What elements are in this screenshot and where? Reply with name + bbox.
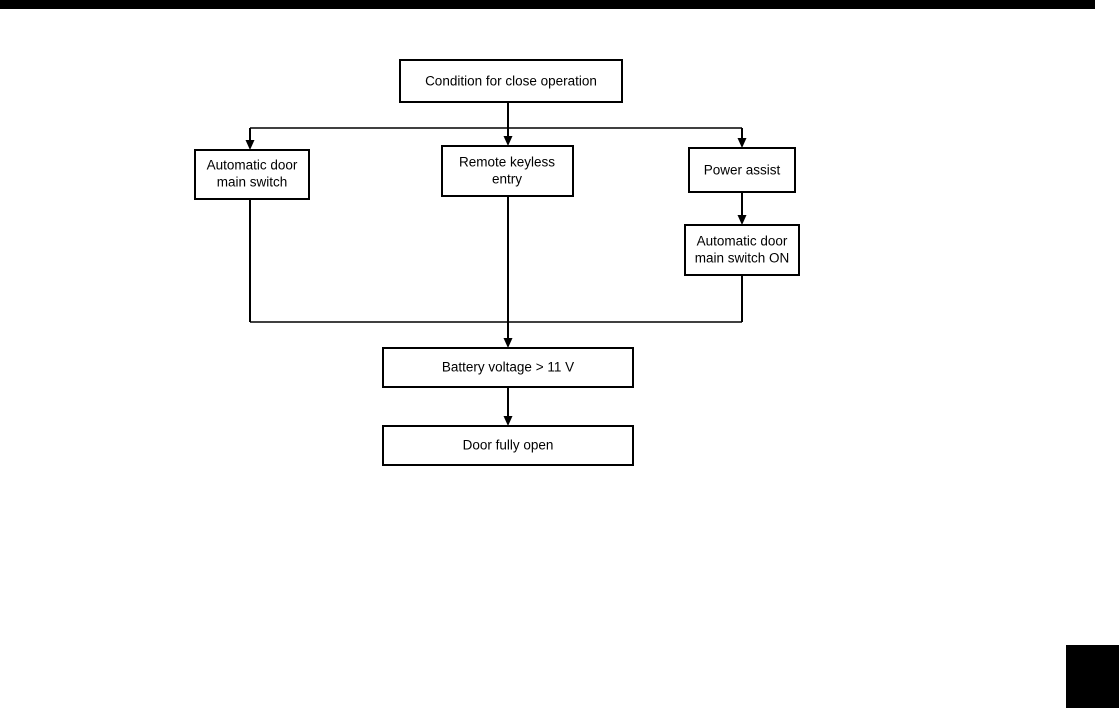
- node-door-fully-open[interactable]: Door fully open: [382, 425, 634, 466]
- edge-power-assist-to-main-switch-on: [737, 192, 747, 225]
- node-remote-keyless-entry[interactable]: Remote keyless entry: [441, 145, 574, 197]
- node-label-power-assist: Power assist: [704, 163, 781, 178]
- edge-branch-to-auto-door-main-switch: [245, 128, 255, 150]
- top-black-rule: [0, 0, 1095, 9]
- node-label-remote-keyless-entry-line2: entry: [492, 172, 522, 187]
- node-battery-voltage[interactable]: Battery voltage > 11 V: [382, 347, 634, 388]
- bottom-right-black-block: [1066, 645, 1119, 708]
- edge-remote-keyless-to-battery-voltage: [503, 196, 513, 348]
- node-label-battery-voltage: Battery voltage > 11 V: [442, 360, 574, 375]
- node-label-main-switch-on-line2: main switch ON: [695, 251, 790, 266]
- edge-battery-voltage-to-door-fully-open: [503, 387, 513, 426]
- node-label-condition: Condition for close operation: [425, 74, 597, 89]
- node-condition-for-close-operation[interactable]: Condition for close operation: [399, 59, 623, 103]
- node-automatic-door-main-switch-on[interactable]: Automatic door main switch ON: [684, 224, 800, 276]
- node-power-assist[interactable]: Power assist: [688, 147, 796, 193]
- node-label-remote-keyless-entry-line1: Remote keyless: [459, 155, 555, 170]
- node-automatic-door-main-switch[interactable]: Automatic door main switch: [194, 149, 310, 200]
- node-label-main-switch-on-line1: Automatic door: [697, 234, 788, 249]
- node-label-auto-door-main-switch-line1: Automatic door: [207, 158, 298, 173]
- edge-branch-to-power-assist: [737, 128, 747, 148]
- node-label-door-fully-open: Door fully open: [463, 438, 554, 453]
- node-label-auto-door-main-switch-line2: main switch: [217, 175, 288, 190]
- edge-branch-to-remote-keyless-entry: [503, 128, 513, 146]
